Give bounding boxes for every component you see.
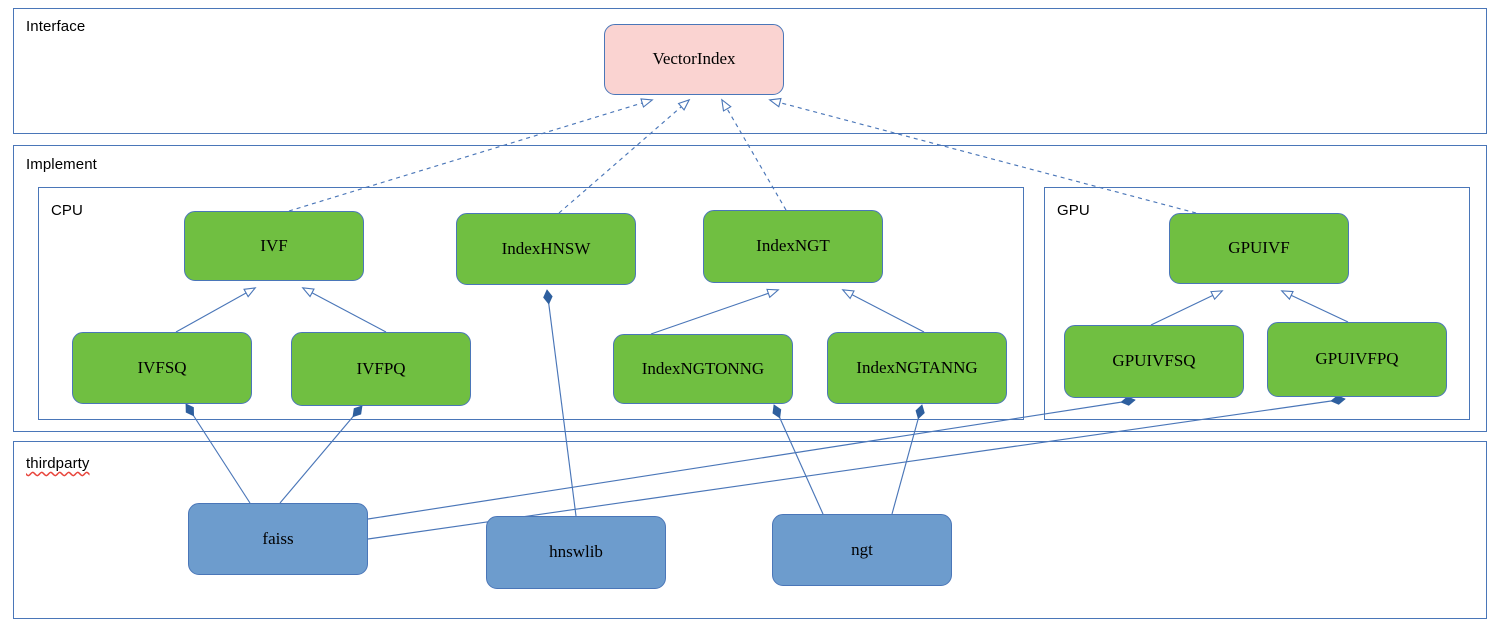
container-label-interface: Interface bbox=[26, 18, 86, 35]
node-ivfpq[interactable]: IVFPQ bbox=[291, 332, 471, 406]
node-ivfsq[interactable]: IVFSQ bbox=[72, 332, 252, 404]
node-indexhnsw[interactable]: IndexHNSW bbox=[456, 213, 636, 285]
container-label-cpu: CPU bbox=[51, 202, 83, 219]
node-ivf[interactable]: IVF bbox=[184, 211, 364, 281]
node-hnswlib[interactable]: hnswlib bbox=[486, 516, 666, 589]
node-gpuivfpq[interactable]: GPUIVFPQ bbox=[1267, 322, 1447, 397]
container-label-implement: Implement bbox=[26, 156, 97, 173]
node-gpuivf[interactable]: GPUIVF bbox=[1169, 213, 1349, 284]
container-label-thirdparty: thirdparty bbox=[26, 455, 90, 472]
container-label-gpu: GPU bbox=[1057, 202, 1090, 219]
node-vectorindex[interactable]: VectorIndex bbox=[604, 24, 784, 95]
node-ngt[interactable]: ngt bbox=[772, 514, 952, 586]
node-faiss[interactable]: faiss bbox=[188, 503, 368, 575]
node-indexngtonng[interactable]: IndexNGTONNG bbox=[613, 334, 793, 404]
node-indexngtanng[interactable]: IndexNGTANNG bbox=[827, 332, 1007, 404]
node-gpuivfsq[interactable]: GPUIVFSQ bbox=[1064, 325, 1244, 398]
node-indexngt[interactable]: IndexNGT bbox=[703, 210, 883, 283]
